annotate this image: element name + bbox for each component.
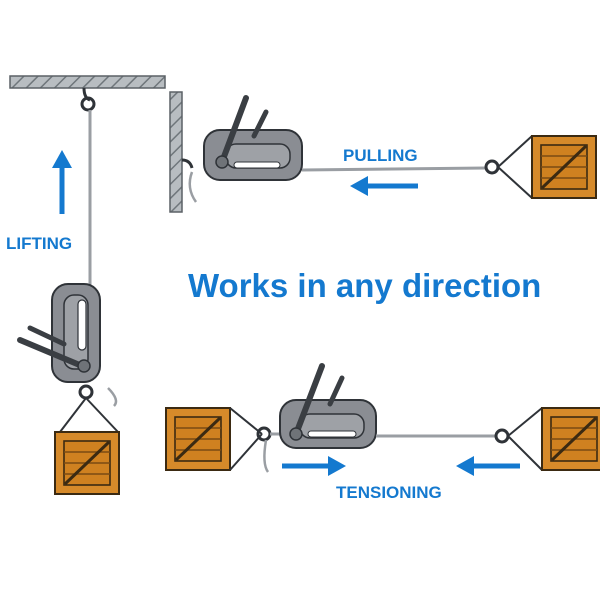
lift-crate-icon	[53, 430, 121, 496]
wall	[169, 91, 183, 213]
pull-crate-hook-icon	[484, 135, 533, 199]
tension-right-arrow-icon	[456, 456, 520, 476]
lift-top-hook-icon	[80, 87, 96, 112]
tensioning-label: TENSIONING	[336, 483, 442, 502]
pull-cable	[301, 166, 487, 172]
tension-hoist-icon	[279, 363, 377, 449]
pull-crate-icon	[530, 134, 598, 200]
lift-bottom-hook-icon	[59, 384, 119, 433]
lifting-label: LIFTING	[6, 234, 73, 253]
tension-right-hook-icon	[494, 407, 543, 471]
tension-right-crate-icon	[540, 406, 600, 472]
tension-left-arrow-icon	[282, 456, 346, 476]
pull-hoist-icon	[203, 95, 303, 181]
ceiling-beam	[9, 75, 166, 89]
pulling-arrow-icon	[350, 176, 418, 196]
pull-wall-hook-icon	[181, 158, 198, 203]
headline: Works in any direction	[188, 267, 542, 304]
tension-left-crate-icon	[164, 406, 232, 472]
tension-left-hook-icon	[229, 407, 272, 473]
lifting-arrow-icon	[52, 150, 72, 214]
lift-hoist-icon	[17, 283, 118, 407]
pulling-label: PULLING	[343, 146, 418, 165]
